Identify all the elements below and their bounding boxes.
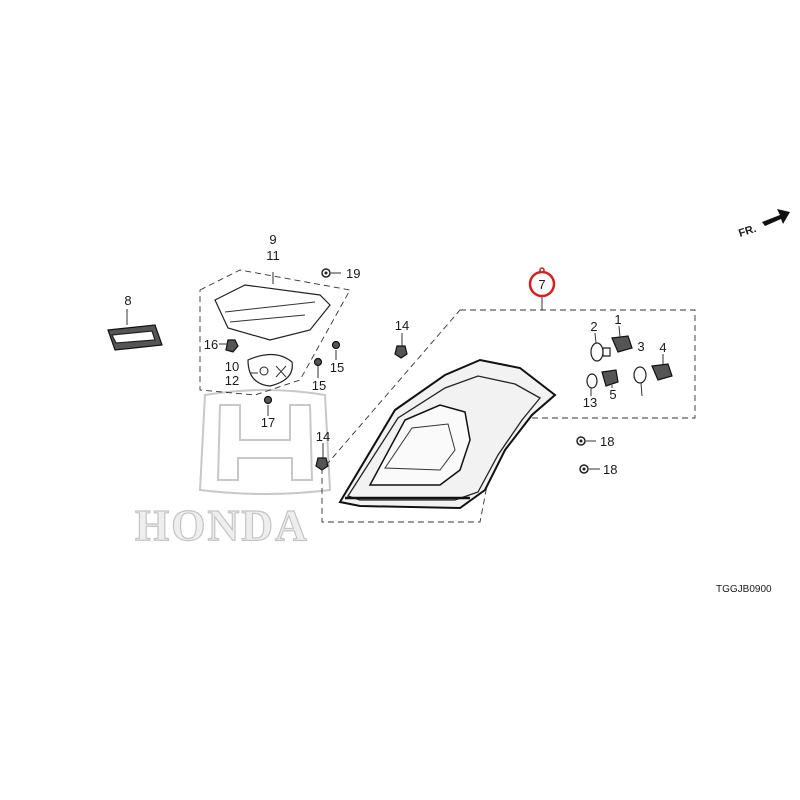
socket-1 bbox=[611, 335, 633, 353]
callout-1: 1 bbox=[614, 312, 621, 327]
lens-gasket bbox=[247, 353, 293, 387]
socket-4 bbox=[651, 363, 673, 381]
nut-14b bbox=[315, 457, 329, 471]
bulbs-and-sockets bbox=[586, 335, 673, 389]
front-arrow-icon bbox=[762, 209, 790, 226]
nut-15a bbox=[313, 357, 323, 367]
callout-18b: 18 bbox=[603, 462, 617, 477]
callout-9: 9 bbox=[269, 232, 276, 247]
callout-16: 16 bbox=[204, 337, 218, 352]
honda-logo-watermark: HONDA bbox=[134, 389, 332, 551]
high-mount-stop-light-assembly bbox=[199, 269, 351, 396]
leader-lines bbox=[126, 272, 664, 470]
callout-8: 8 bbox=[124, 293, 131, 308]
taillight-assembly bbox=[338, 358, 557, 510]
callout-18a: 18 bbox=[600, 434, 614, 449]
callout-10: 10 bbox=[225, 359, 239, 374]
callout-14a: 14 bbox=[395, 318, 409, 333]
front-direction-indicator: FR. bbox=[737, 209, 790, 240]
clip-16 bbox=[225, 339, 239, 353]
grommet-18a bbox=[576, 436, 586, 446]
nut-14a bbox=[394, 345, 408, 359]
callout-3: 3 bbox=[637, 339, 644, 354]
washer-19 bbox=[321, 268, 331, 278]
honda-wordmark: HONDA bbox=[135, 501, 309, 550]
callout-14b: 14 bbox=[316, 429, 330, 444]
license-plate-light bbox=[107, 324, 163, 351]
fr-label: FR. bbox=[737, 223, 758, 240]
nut-15b bbox=[331, 340, 341, 350]
callout-15b: 15 bbox=[330, 360, 344, 375]
callout-15a: 15 bbox=[312, 378, 326, 393]
callout-11: 11 bbox=[266, 248, 280, 263]
callout-19: 19 bbox=[346, 266, 360, 281]
callout-13: 13 bbox=[583, 395, 597, 410]
socket-5 bbox=[601, 369, 619, 387]
callouts: 9 11 19 8 16 10 12 17 15 15 14 14 7 2 1 … bbox=[124, 232, 666, 477]
bulb-13 bbox=[586, 373, 598, 389]
bulb-3 bbox=[633, 366, 647, 384]
callout-12: 12 bbox=[225, 373, 239, 388]
callout-2: 2 bbox=[590, 319, 597, 334]
callout-5: 5 bbox=[609, 387, 616, 402]
callout-7: 7 bbox=[538, 277, 545, 292]
diagram-code: TGGJB0900 bbox=[716, 584, 772, 595]
bulb-2 bbox=[590, 342, 604, 362]
screw-17 bbox=[263, 395, 273, 405]
callout-17: 17 bbox=[261, 415, 275, 430]
callout-4: 4 bbox=[659, 340, 666, 355]
grommet-18b bbox=[579, 464, 589, 474]
